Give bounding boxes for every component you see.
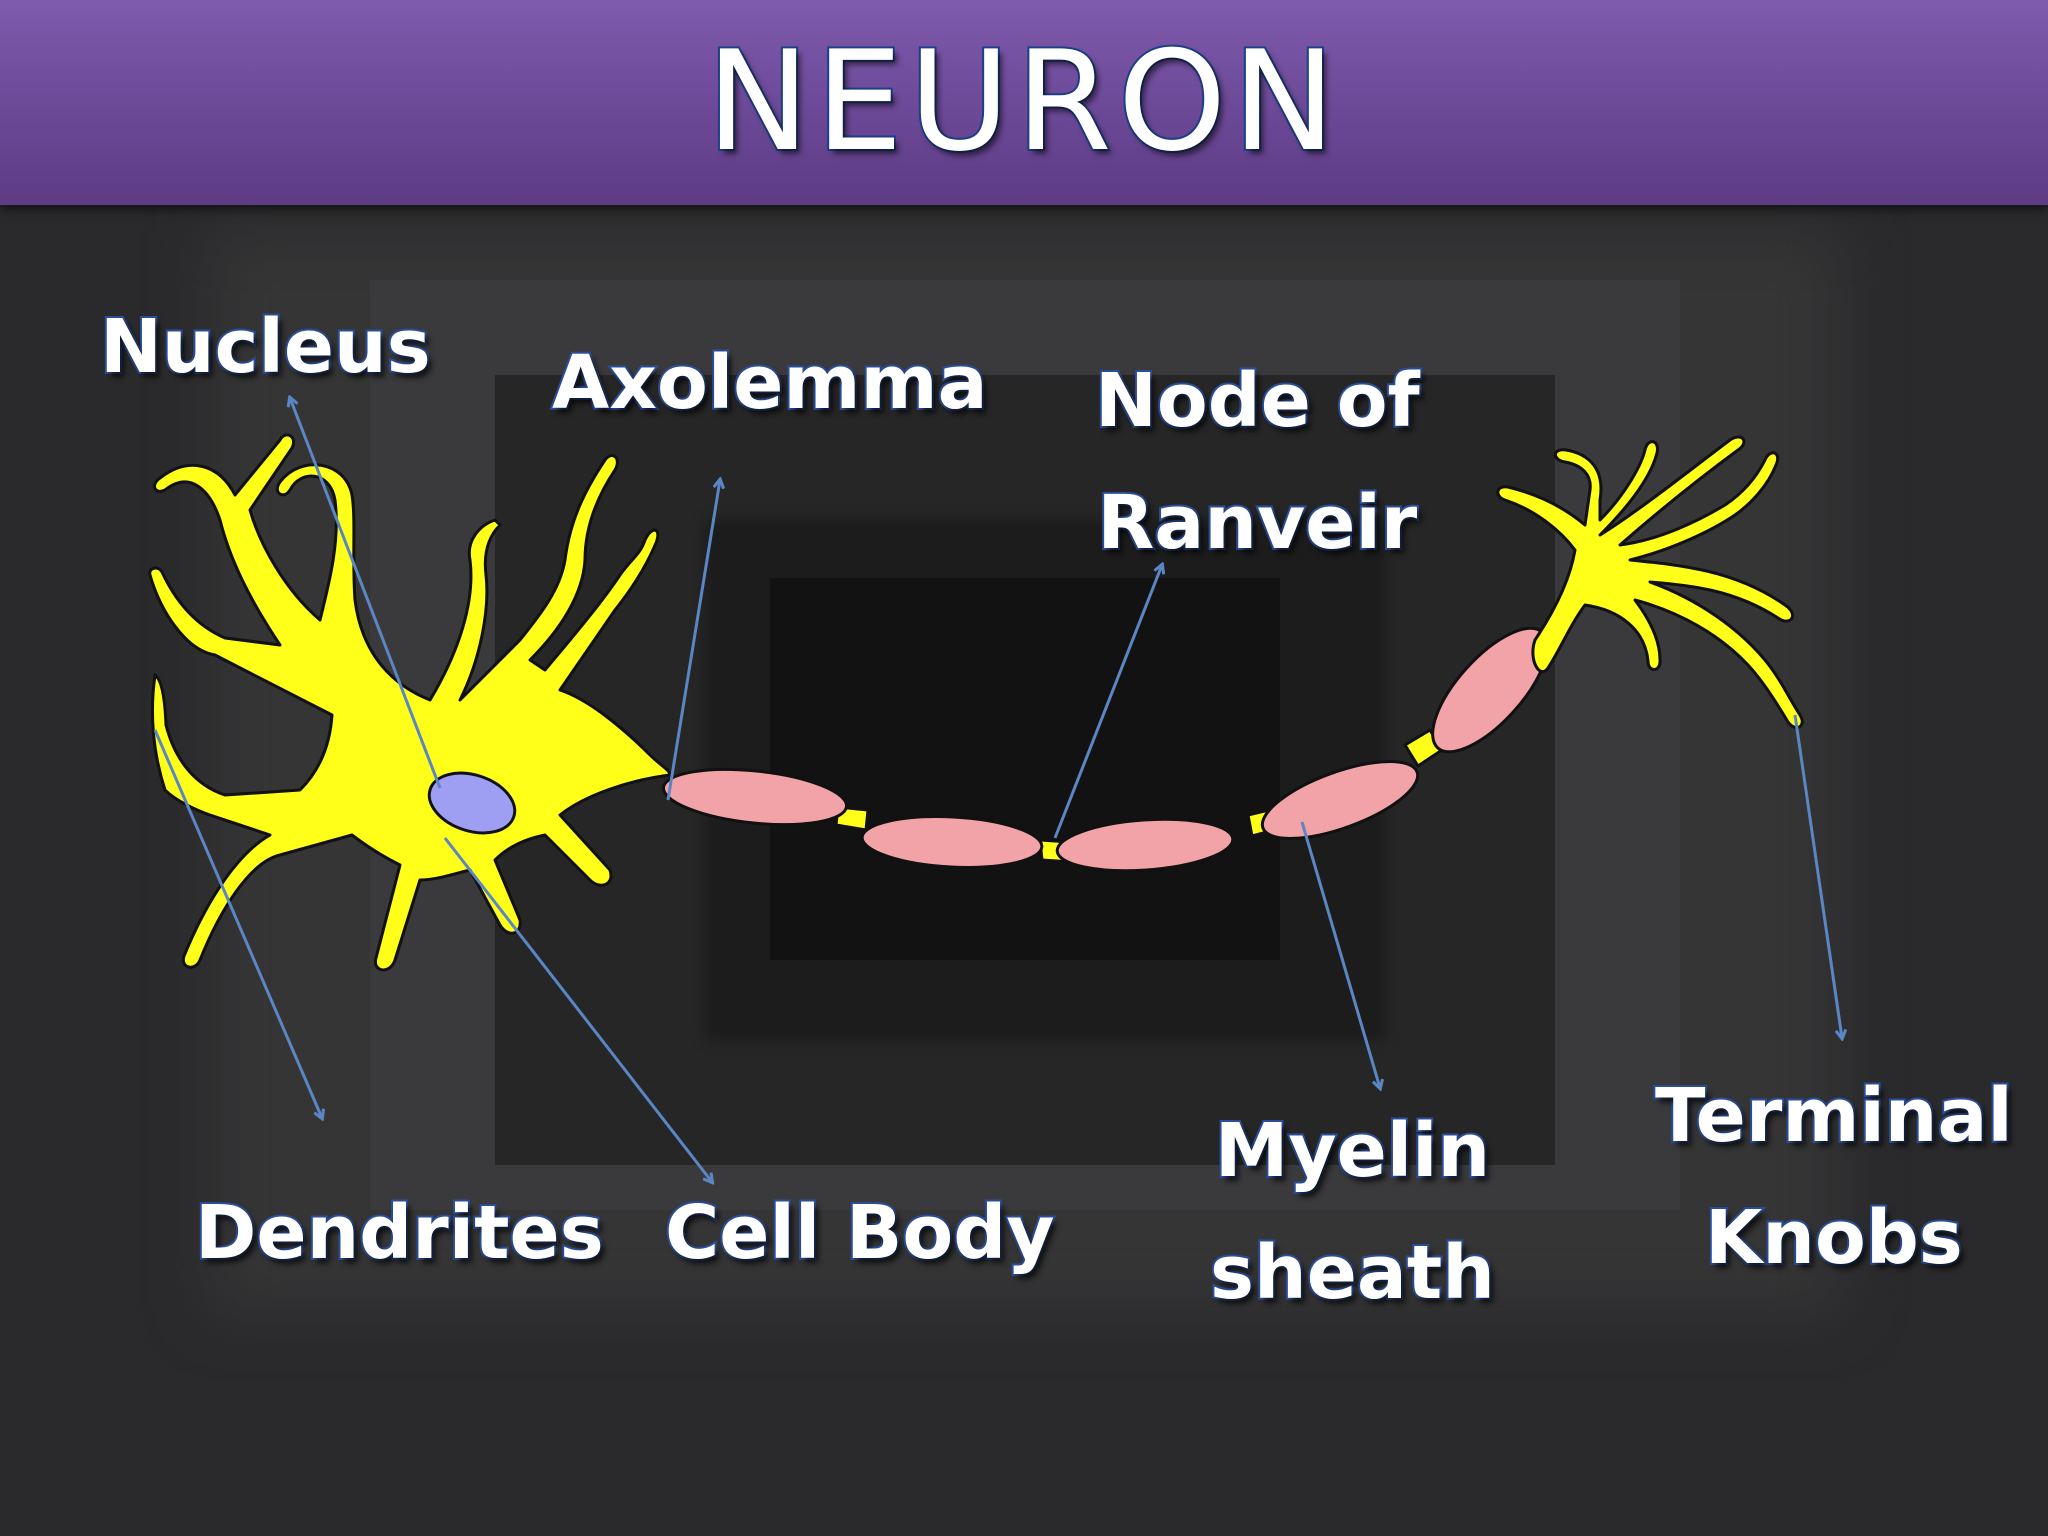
axon-terminal-shape xyxy=(1498,437,1802,727)
terminal-knobs-label: Terminal Knobs xyxy=(1655,1055,2013,1299)
myelin-sheath-label-line-2: sheath xyxy=(1210,1212,1495,1334)
node-of-ranveir-pointer-arrow xyxy=(1055,565,1162,838)
axolemma-label: Axolemma xyxy=(552,322,988,444)
terminal-knobs-pointer-arrow xyxy=(1795,715,1842,1038)
myelin-sheath-label: Myelin sheath xyxy=(1210,1090,1495,1334)
node-of-ranveir-label-line-1: Node of xyxy=(1095,340,1420,462)
cell-body-label: Cell Body xyxy=(665,1172,1054,1294)
node-of-ranveir-label: Node of Ranveir xyxy=(1095,340,1420,584)
cell-body-label-text: Cell Body xyxy=(665,1172,1054,1294)
node-of-ranveir-label-line-2: Ranveir xyxy=(1095,462,1420,584)
dendrites-pointer-arrow xyxy=(155,730,322,1118)
dendrites-label: Dendrites xyxy=(195,1172,604,1294)
nucleus-label-text: Nucleus xyxy=(100,286,431,408)
cell-body-pointer-arrow xyxy=(445,838,712,1182)
cell-body-shape xyxy=(150,435,670,970)
myelin-segment xyxy=(1253,746,1426,855)
terminal-knobs-label-line-2: Knobs xyxy=(1655,1177,2013,1299)
axolemma-pointer-arrow xyxy=(668,480,720,800)
nucleus-label: Nucleus xyxy=(100,286,431,408)
myelin-sheath-pointer-arrow xyxy=(1302,822,1380,1088)
myelin-sheath-label-line-1: Myelin xyxy=(1210,1090,1495,1212)
terminal-knobs-label-line-1: Terminal xyxy=(1655,1055,2013,1177)
myelin-segment xyxy=(661,762,849,833)
myelin-segment xyxy=(1055,814,1234,876)
myelin-segment xyxy=(861,812,1043,871)
axolemma-label-text: Axolemma xyxy=(552,322,988,444)
dendrites-label-text: Dendrites xyxy=(195,1172,604,1294)
